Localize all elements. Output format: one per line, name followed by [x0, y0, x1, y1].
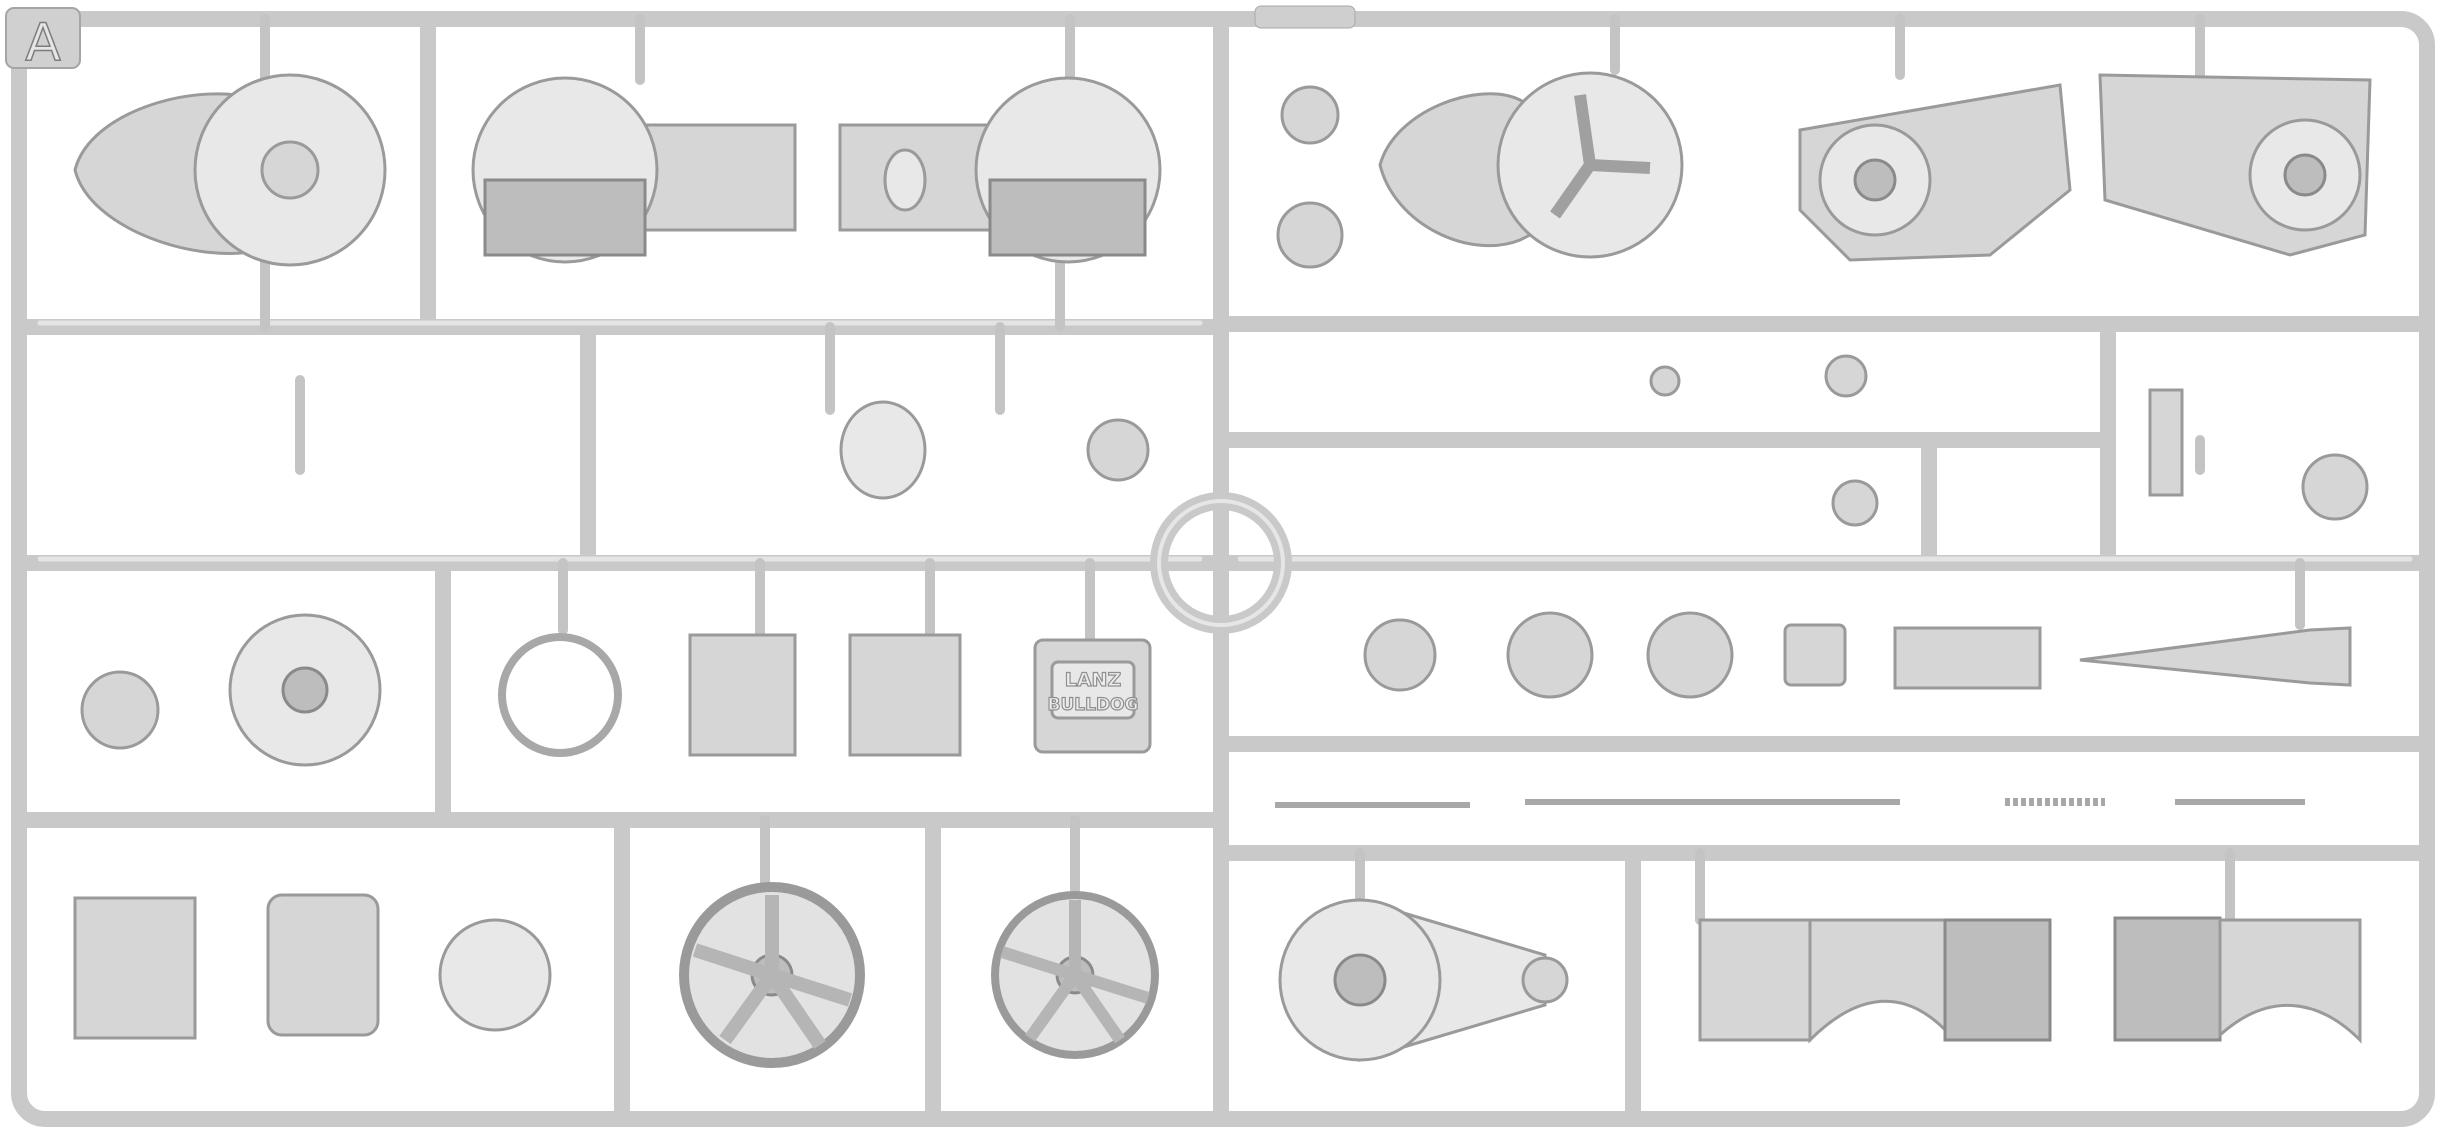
small-cap [1276, 201, 1344, 269]
small-ring-part [1086, 418, 1150, 482]
door-panel-part [73, 896, 197, 1040]
nameplate-panel: LANZ BULLDOG [1033, 638, 1152, 754]
bracket-part [2148, 388, 2184, 497]
hub-part [1506, 611, 1594, 699]
radiator-side-right [2113, 916, 2362, 1044]
box-part [1783, 623, 1847, 687]
sprue-letter: A [25, 13, 61, 73]
small-cap [1280, 85, 1340, 145]
gates [260, 14, 2305, 925]
ball-part [2301, 453, 2369, 521]
nameplate-line2: BULLDOG [1048, 695, 1139, 715]
cylinder-housing-left [471, 76, 797, 264]
block-part [1893, 626, 2042, 690]
seat-part [839, 400, 927, 500]
small-part [1831, 479, 1879, 527]
rear-wheel-left [679, 882, 865, 1068]
panel-part [688, 633, 797, 757]
cylinder-housing-right [838, 76, 1162, 264]
belt-pulley-assembly [1278, 897, 1569, 1063]
radiator-side-left [1698, 918, 2052, 1044]
exhaust-pipe-part [2079, 626, 2352, 687]
flywheel-cover-left [73, 73, 387, 267]
sprue-runners [11, 5, 2435, 1127]
door-panel-part [266, 893, 380, 1037]
gearbox-casing-left [1798, 83, 2072, 262]
small-part [1649, 365, 1681, 397]
fender-wheel-part [438, 918, 552, 1032]
pulley-part [1363, 618, 1437, 692]
flywheel-cover-right [1378, 71, 1684, 259]
grille-panel-part [848, 633, 962, 757]
rear-wheel-right [991, 891, 1159, 1059]
small-part [1824, 354, 1868, 398]
steering-wheel [498, 633, 622, 757]
sprue-attachment-tab [1254, 5, 1356, 29]
hub-part [1646, 611, 1734, 699]
gearbox-casing-right [2098, 73, 2372, 257]
magneto-part [80, 670, 160, 750]
sprue-letter-tag: A [5, 7, 81, 74]
nameplate-line1: LANZ [1065, 669, 1122, 691]
